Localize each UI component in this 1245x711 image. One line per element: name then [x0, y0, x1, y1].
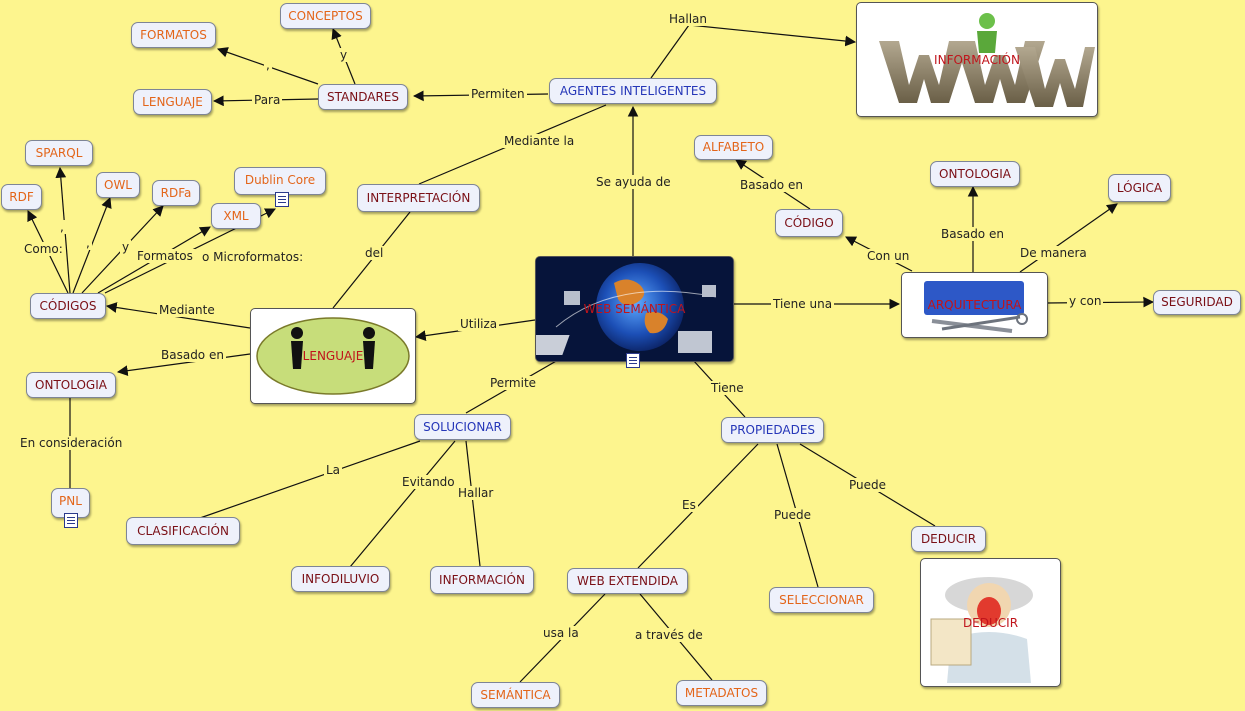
node-formatos[interactable]: FORMATOS: [131, 22, 216, 48]
node-conceptos[interactable]: CONCEPTOS: [280, 3, 371, 29]
link-label-para: Para: [252, 93, 283, 107]
node-web-semantica-label: WEB SEMÁNTICA: [583, 302, 686, 316]
node-semantica[interactable]: SEMÁNTICA: [471, 682, 560, 708]
link-label-formatos: Formatos: [135, 249, 195, 263]
node-rdf[interactable]: RDF: [1, 184, 42, 210]
node-ontologia-left[interactable]: ONTOLOGIA: [26, 372, 116, 398]
node-sparql[interactable]: SPARQL: [25, 140, 93, 166]
node-seleccionar[interactable]: SELECCIONAR: [769, 587, 874, 613]
node-solucionar[interactable]: SOLUCIONAR: [414, 414, 511, 440]
link-label-en-consideracion: En consideración: [18, 436, 125, 450]
link-label-a-traves-de: a través de: [633, 628, 705, 642]
node-deducir-image-label: DEDUCIR: [962, 615, 1019, 630]
link-label-mediante-la: Mediante la: [502, 134, 577, 148]
node-lenguaje-image-label: LENGUAJE: [302, 349, 364, 363]
node-informacion-www-image[interactable]: INFORMACIÓN: [856, 2, 1098, 117]
node-informacion[interactable]: INFORMACIÓN: [430, 566, 534, 594]
link-label-del: del: [363, 246, 386, 260]
link-label-y: y: [120, 240, 132, 254]
node-codigos[interactable]: CÓDIGOS: [30, 293, 106, 319]
node-interpretacion[interactable]: INTERPRETACIÓN: [357, 184, 480, 212]
globe-network-icon: [536, 257, 733, 361]
node-web-semantica-image[interactable]: WEB SEMÁNTICA: [535, 256, 734, 362]
link-label-utiliza: Utiliza: [458, 317, 500, 331]
node-seguridad[interactable]: SEGURIDAD: [1153, 290, 1241, 315]
node-dublin-core[interactable]: Dublin Core: [234, 167, 326, 207]
link-label-comma: ,: [84, 236, 92, 250]
node-lenguaje-image[interactable]: LENGUAJE: [250, 308, 416, 404]
node-infodiluvio[interactable]: INFODILUVIO: [291, 566, 390, 592]
node-logica[interactable]: LÓGICA: [1108, 174, 1171, 202]
link-label-la: La: [324, 463, 343, 477]
node-informacion-www-label: INFORMACIÓN: [934, 52, 1020, 67]
node-web-extendida[interactable]: WEB EXTENDIDA: [567, 568, 688, 594]
link-label-puede: Puede: [847, 478, 889, 492]
node-metadatos[interactable]: METADATOS: [676, 680, 767, 706]
link-label-basado-en: Basado en: [939, 227, 1006, 241]
web-tools-icon: [924, 281, 1028, 333]
document-icon[interactable]: [275, 192, 289, 207]
link-label-como: Como:: [22, 242, 65, 256]
link-label-o-microformatos: o Microformatos:: [200, 250, 306, 264]
professor-cartoon-icon: [930, 577, 1033, 683]
link-label-se-ayuda-de: Se ayuda de: [594, 175, 673, 189]
link-label-con-un: Con un: [865, 249, 912, 263]
node-owl[interactable]: OWL: [96, 172, 140, 198]
node-ontologia-right[interactable]: ONTOLOGIA: [930, 161, 1020, 187]
node-xml[interactable]: XML: [211, 203, 261, 229]
link-label-mediante: Mediante: [157, 303, 217, 317]
link-label-comma: ,: [58, 220, 66, 234]
node-rdfa[interactable]: RDFa: [152, 180, 200, 206]
node-alfabeto[interactable]: ALFABETO: [694, 135, 773, 160]
node-arquitectura-image[interactable]: ARQUITECTURA: [901, 272, 1048, 338]
node-deducir-image[interactable]: DEDUCIR: [920, 558, 1061, 687]
node-pnl[interactable]: PNL: [51, 488, 90, 528]
node-agentes-inteligentes[interactable]: AGENTES INTELIGENTES: [549, 78, 717, 104]
www-graphic-icon: [879, 13, 1095, 107]
link-label-tiene-una: Tiene una: [771, 297, 835, 311]
node-propiedades[interactable]: PROPIEDADES: [721, 417, 824, 443]
node-dublin-core-label: Dublin Core: [244, 173, 316, 187]
link-label-permiten: Permiten: [469, 87, 527, 101]
link-label-usa-la: usa la: [541, 626, 581, 640]
node-clasificacion[interactable]: CLASIFICACIÓN: [126, 517, 240, 545]
link-label-basado-en: Basado en: [159, 348, 226, 362]
video-icon[interactable]: [626, 353, 640, 368]
link-label-comma: ,: [264, 58, 272, 72]
node-deducir[interactable]: DEDUCIR: [911, 526, 986, 552]
link-label-y-con: y con: [1067, 294, 1104, 308]
link-label-basado-en: Basado en: [738, 178, 805, 192]
node-pnl-label: PNL: [59, 494, 82, 508]
communication-graphic-icon: [256, 317, 410, 395]
link-label-tiene: Tiene: [709, 381, 746, 395]
link-label-y: y: [338, 48, 350, 62]
node-codigo[interactable]: CÓDIGO: [775, 209, 843, 237]
link-label-evitando: Evitando: [400, 475, 457, 489]
link-label-de-manera: De manera: [1018, 246, 1089, 260]
link-label-hallan: Hallan: [667, 12, 710, 26]
link-label-puede: Puede: [772, 508, 814, 522]
node-arquitectura-label: ARQUITECTURA: [927, 298, 1022, 312]
node-lenguaje[interactable]: LENGUAJE: [133, 89, 212, 115]
link-label-hallar: Hallar: [456, 486, 496, 500]
node-standares[interactable]: STANDARES: [318, 84, 408, 110]
link-label-permite: Permite: [488, 376, 539, 390]
document-icon[interactable]: [64, 513, 78, 528]
link-label-es: Es: [680, 498, 698, 512]
